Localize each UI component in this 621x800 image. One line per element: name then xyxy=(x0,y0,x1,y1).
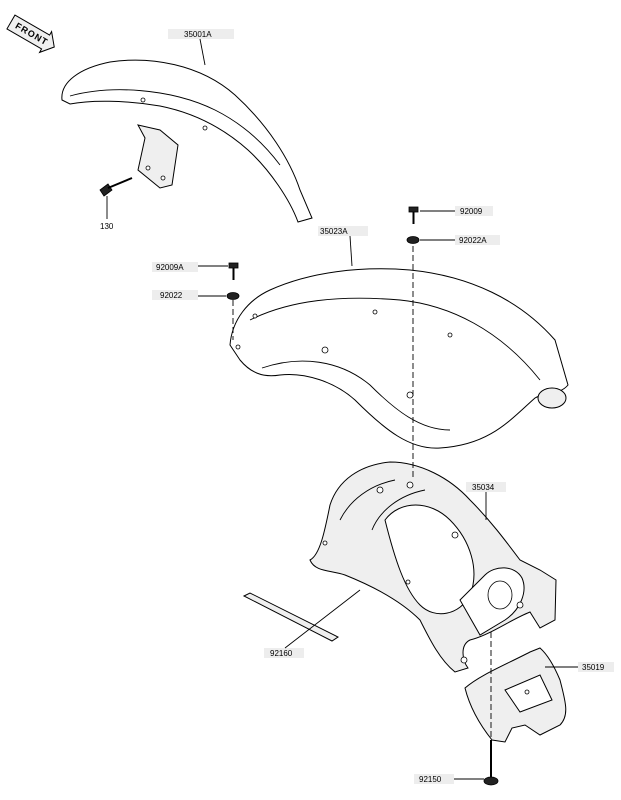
washer-92022A xyxy=(406,236,420,244)
bolt-92150 xyxy=(483,740,499,786)
svg-text:92150: 92150 xyxy=(419,775,442,784)
label-35019: 35019 xyxy=(545,662,614,672)
inner-fender xyxy=(309,461,557,673)
label-92022A: 92022A xyxy=(420,235,500,245)
svg-text:92009A: 92009A xyxy=(156,263,184,272)
svg-text:35019: 35019 xyxy=(582,663,605,672)
front-arrow-badge: FRONT xyxy=(6,14,55,54)
rear-bracket xyxy=(464,647,567,743)
svg-text:35023A: 35023A xyxy=(320,227,348,236)
svg-text:130: 130 xyxy=(100,222,114,231)
label-92160: 92160 xyxy=(264,589,361,658)
label-130: 130 xyxy=(100,196,114,231)
svg-text:92160: 92160 xyxy=(270,649,293,658)
front-bolt xyxy=(99,177,133,197)
front-fender xyxy=(61,59,313,223)
label-35001A: 35001A xyxy=(168,29,234,66)
svg-text:92022A: 92022A xyxy=(459,236,487,245)
label-92022: 92022 xyxy=(152,290,226,300)
washer-92022 xyxy=(226,292,240,300)
bolt-92009A xyxy=(228,262,239,280)
label-92009A: 92009A xyxy=(152,262,228,272)
svg-text:92022: 92022 xyxy=(160,291,183,300)
label-92150: 92150 xyxy=(414,774,484,784)
pad-strip xyxy=(242,592,339,642)
svg-text:92009: 92009 xyxy=(460,207,483,216)
label-35034: 35034 xyxy=(466,482,506,520)
bolt-92009 xyxy=(408,206,419,224)
label-92009: 92009 xyxy=(420,206,493,216)
label-35023A: 35023A xyxy=(318,226,368,267)
svg-text:35001A: 35001A xyxy=(184,30,212,39)
svg-text:35034: 35034 xyxy=(472,483,495,492)
rear-fender xyxy=(229,268,569,449)
